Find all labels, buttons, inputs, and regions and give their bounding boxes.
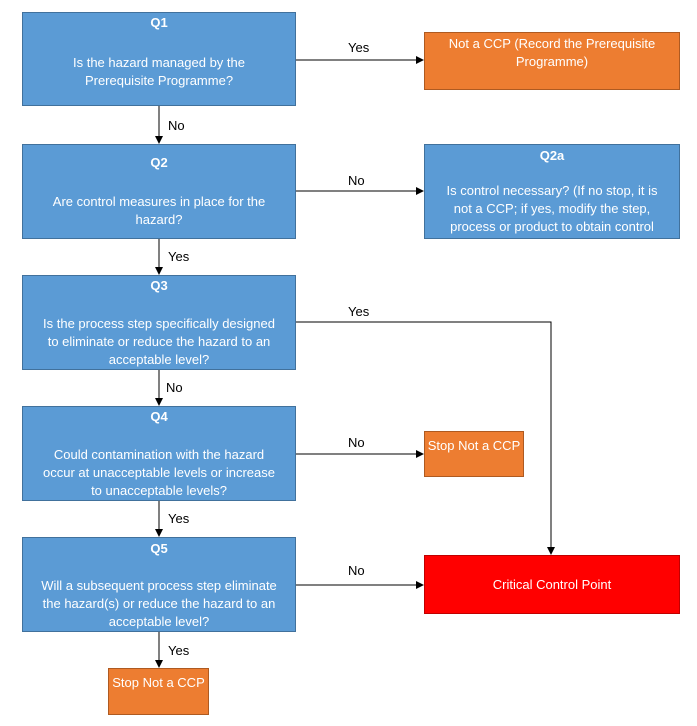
q1-title: Q1: [150, 15, 168, 30]
q2-title: Q2: [150, 155, 168, 170]
stop-line: Not a CCP: [142, 675, 205, 690]
q1-line: Prerequisite Programme?: [84, 73, 234, 88]
stop-line: Stop: [427, 438, 455, 453]
q2-question: Are control measures in place for the ha…: [29, 193, 289, 229]
q3-question: Is the process step specifically designe…: [29, 315, 289, 369]
stop-line: Not a CCP: [458, 438, 521, 453]
q4-line: Could contamination with the hazard: [53, 447, 265, 462]
q3-line: to eliminate or reduce the hazard to an: [47, 334, 271, 349]
stop-not-ccp-q4-box: Stop Not a CCP: [424, 431, 524, 477]
not-ccp-line: Not a CCP: [448, 36, 511, 51]
not-ccp-line: Programme): [515, 54, 589, 69]
q2a-question: Is control necessary? (If no stop, it is…: [427, 182, 677, 236]
question-q3-box: Q3 Is the process step specifically desi…: [22, 275, 296, 370]
stop-not-ccp-q5-box: Stop Not a CCP: [108, 668, 209, 715]
q5-line: Will a subsequent process step eliminate: [41, 578, 277, 593]
not-ccp-line: (Record the Prerequisite: [514, 36, 656, 51]
label-q3-no: No: [166, 380, 183, 395]
label-q4-no: No: [348, 435, 365, 450]
q4-question: Could contamination with the hazard occu…: [29, 446, 289, 500]
q4-line: to unacceptable levels?: [91, 483, 227, 498]
label-q5-yes: Yes: [168, 643, 190, 658]
q5-line: the hazard(s) or reduce the hazard to an: [42, 596, 276, 611]
ccp-label: Critical Control Point: [492, 577, 612, 592]
stop-line: Stop: [112, 675, 139, 690]
q1-line: Is the hazard managed by the: [72, 55, 245, 70]
q5-line: acceptable level?: [108, 614, 210, 629]
q2a-line: not a CCP; if yes, modify the step,: [453, 201, 651, 216]
q5-question: Will a subsequent process step eliminate…: [29, 577, 289, 631]
q2a-line: process or product to obtain control: [450, 219, 654, 234]
q2-line: Are control measures in place for the: [52, 194, 266, 209]
q3-title: Q3: [150, 278, 168, 293]
q3-line: acceptable level?: [108, 352, 210, 367]
q1-question: Is the hazard managed by the Prerequisit…: [29, 54, 289, 90]
question-q1-box: Q1 Is the hazard managed by the Prerequi…: [22, 12, 296, 106]
q2-line: hazard?: [135, 212, 183, 227]
q4-line: occur at unacceptable levels or increase: [43, 465, 275, 480]
q3-line: Is the process step specifically designe…: [43, 316, 275, 331]
question-q4-box: Q4 Could contamination with the hazard o…: [22, 406, 296, 501]
question-q2a-box: Q2a Is control necessary? (If no stop, i…: [424, 144, 680, 239]
q5-title: Q5: [150, 541, 168, 556]
label-q5-no: No: [348, 563, 365, 578]
q2a-line: Is control necessary? (If no stop, it is: [446, 183, 658, 198]
label-q2-yes: Yes: [168, 249, 190, 264]
question-q2-box: Q2 Are control measures in place for the…: [22, 144, 296, 239]
not-ccp-record-prp-box: Not a CCP (Record the Prerequisite Progr…: [424, 32, 680, 90]
label-q1-no: No: [168, 118, 185, 133]
label-q3-yes: Yes: [348, 304, 370, 319]
critical-control-point-box: Critical Control Point: [424, 555, 680, 614]
q2a-title: Q2a: [539, 148, 565, 163]
q4-title: Q4: [150, 409, 168, 424]
arrow-q3-to-ccp: [296, 321, 555, 555]
label-q2-no: No: [348, 173, 365, 188]
label-q1-yes: Yes: [348, 40, 370, 55]
question-q5-box: Q5 Will a subsequent process step elimin…: [22, 537, 296, 632]
label-q4-yes: Yes: [168, 511, 190, 526]
